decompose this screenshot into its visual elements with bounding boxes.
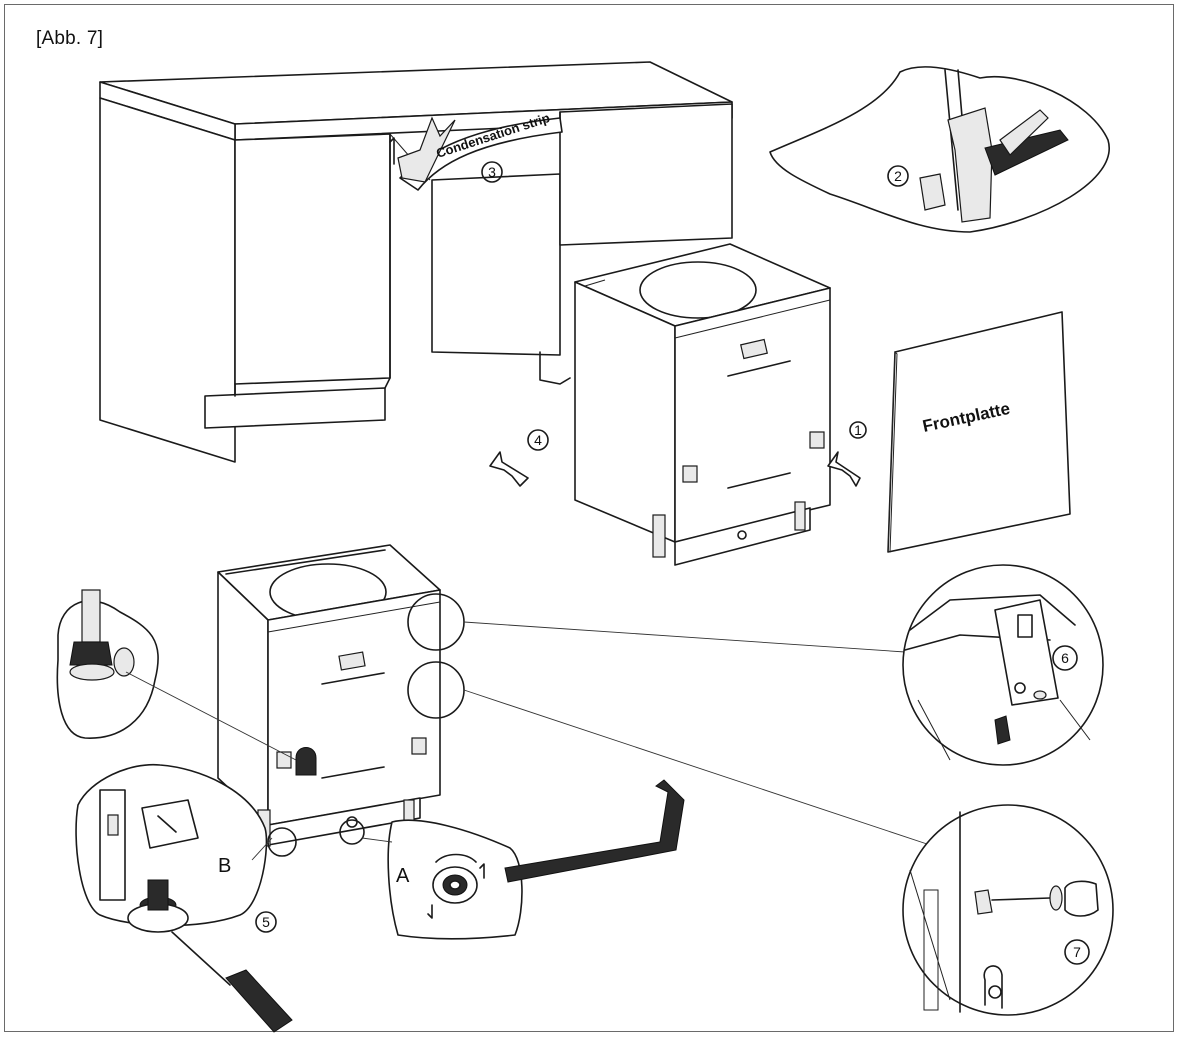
adjuster-foot-detail	[56, 589, 297, 761]
detail-a-letter: A	[396, 865, 410, 887]
kitchen-cabinet: Condensation strip 3	[99, 61, 733, 463]
step-7-number: 7	[1073, 944, 1081, 960]
step-1-number: 1	[854, 422, 862, 438]
step-6-marker	[1052, 645, 1078, 671]
step-4-marker	[527, 429, 549, 451]
step-5-marker	[255, 911, 277, 933]
step-3-number: 3	[488, 164, 496, 180]
figure-label: [Abb. 7]	[36, 28, 104, 49]
insert-arrows: 4 1	[489, 421, 867, 487]
detail-b-letter: B	[218, 855, 231, 877]
step-2-marker	[887, 165, 909, 187]
detail-7-screw: 7	[463, 689, 1114, 1016]
step-2-number: 2	[894, 168, 902, 184]
step-6-number: 6	[1061, 650, 1069, 666]
hinge-detail: 2	[769, 66, 1110, 233]
detail-6-bracket: 6	[463, 564, 1104, 766]
detail-a: A	[361, 779, 685, 940]
step-5-number: 5	[262, 914, 270, 930]
front-panel: Frontplatte	[887, 311, 1071, 553]
step-4-number: 4	[534, 432, 542, 448]
dishwasher-upper	[574, 243, 831, 566]
detail-b: B 5	[75, 763, 293, 1033]
step-3-marker	[481, 161, 503, 183]
step-1-marker	[849, 421, 867, 439]
step-7-marker	[1064, 939, 1090, 965]
dishwasher-lower	[217, 544, 465, 857]
figure-frame	[4, 4, 1174, 1032]
